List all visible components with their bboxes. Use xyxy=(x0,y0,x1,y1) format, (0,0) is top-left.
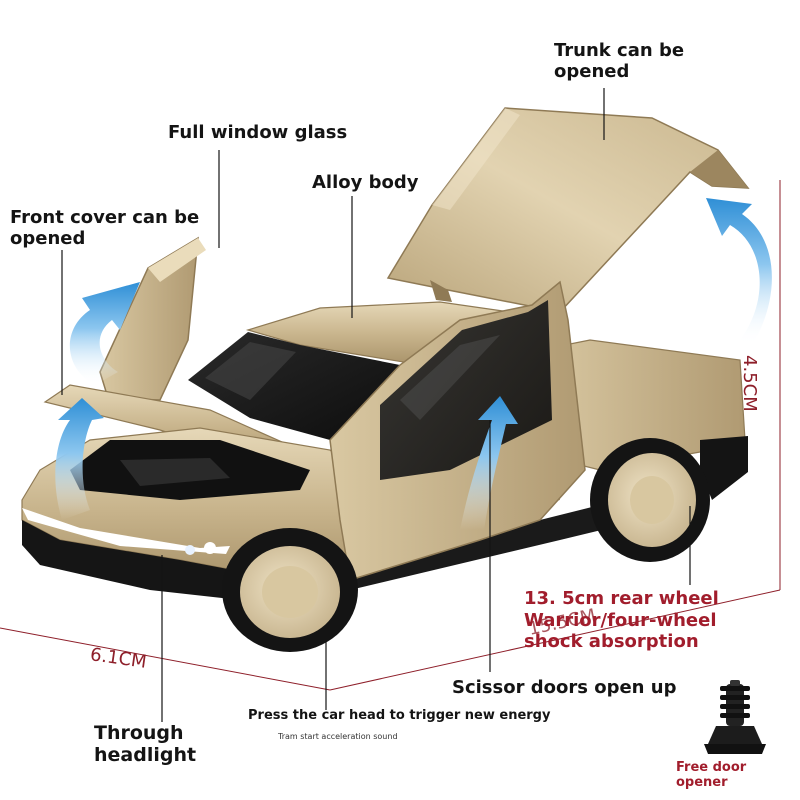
front-cover-label-line1: Front cover can be xyxy=(10,207,200,228)
trunk-label-line1: Trunk can be xyxy=(554,40,685,61)
headlight-label-line2: headlight xyxy=(94,744,197,767)
up-arrow-icon xyxy=(55,398,104,520)
curved-arrow-icon xyxy=(69,282,140,385)
arrow-icons xyxy=(55,198,772,530)
trunk-label: Trunk can be opened xyxy=(554,40,684,82)
front-wheel xyxy=(222,528,358,652)
trunk-lid xyxy=(386,107,750,313)
front-cover-label-line2: opened xyxy=(10,228,86,250)
up-arrow-icon xyxy=(460,396,518,530)
front-cover-label: Front cover can be opened xyxy=(10,207,199,249)
scissor-doors xyxy=(329,280,586,581)
shock-absorption-label: Warrior/four-wheel shock absorption xyxy=(524,610,717,652)
door-opener-icon xyxy=(704,680,766,754)
headlight-label-line1: Through xyxy=(94,722,184,744)
headlight-label: Through headlight xyxy=(94,722,196,767)
door-opener-line1: Free door xyxy=(676,760,747,775)
curved-arrow-icon xyxy=(706,198,772,345)
full-window-glass-label: Full window glass xyxy=(168,122,348,143)
shock-absorption-line2: shock absorption xyxy=(524,631,699,653)
dimension-lines xyxy=(0,180,781,691)
callout-lines xyxy=(61,88,691,722)
door-opener-label: Free door opener xyxy=(676,760,746,791)
scissor-doors-label: Scissor doors open up xyxy=(452,677,677,698)
tram-start-label: Tram start acceleration sound xyxy=(278,732,398,741)
alloy-body-label: Alloy body xyxy=(312,172,419,193)
trunk-label-line2: opened xyxy=(554,61,630,83)
press-head-label: Press the car head to trigger new energy xyxy=(248,708,551,723)
shock-absorption-line1: Warrior/four-wheel xyxy=(524,610,717,631)
height-dimension: 4.5CM xyxy=(739,355,760,412)
rear-wheel-label: 13. 5cm rear wheel xyxy=(524,588,719,609)
rear-wheel xyxy=(590,438,710,562)
door-opener-line2: opener xyxy=(676,775,728,791)
